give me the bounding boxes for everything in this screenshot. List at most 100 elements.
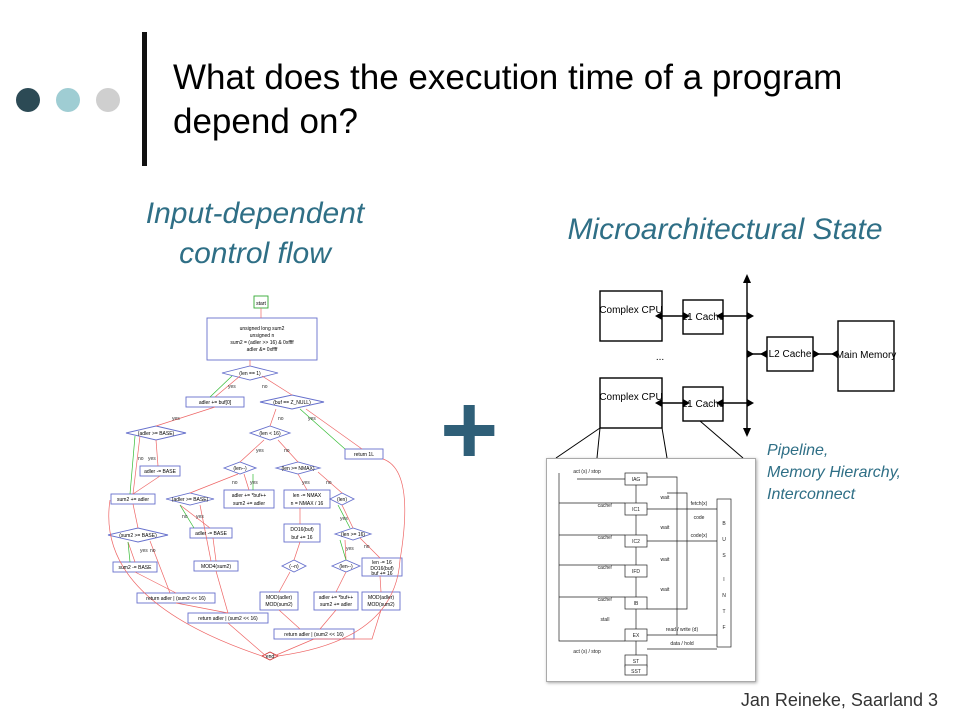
svg-text:yes: yes (346, 546, 354, 552)
svg-text:IAG: IAG (632, 477, 641, 483)
svg-text:(sum2 >= BASE): (sum2 >= BASE) (119, 533, 157, 539)
svg-text:yes: yes (308, 416, 316, 422)
svg-text:code: code (694, 515, 705, 521)
slide-footer: Jan Reineke, Saarland 3 (740, 690, 938, 710)
svg-text:return 1L: return 1L (354, 452, 374, 458)
svg-text:B: B (722, 521, 726, 527)
svg-text:sum2 -= BASE: sum2 -= BASE (119, 565, 153, 571)
svg-text:(len): (len) (337, 497, 347, 503)
svg-text:data / hold: data / hold (670, 641, 694, 647)
svg-text:wait: wait (661, 587, 671, 593)
svg-text:no: no (262, 384, 268, 390)
svg-text:MOD(adler): MOD(adler) (266, 595, 292, 601)
svg-text:adler += *buf++: adler += *buf++ (232, 493, 267, 499)
svg-text:MOD(sum2): MOD(sum2) (265, 602, 293, 608)
svg-text:DO16(buf): DO16(buf) (290, 527, 314, 533)
svg-text:return adler | (sum2 << 16): return adler | (sum2 << 16) (198, 616, 258, 622)
svg-text:len -= 16: len -= 16 (372, 560, 392, 566)
svg-text:buf += 16: buf += 16 (291, 535, 312, 541)
svg-text:no: no (232, 480, 238, 486)
svg-text:n = NMAX / 16: n = NMAX / 16 (291, 501, 324, 507)
title-divider (142, 32, 147, 166)
svg-text:yes: yes (340, 516, 348, 522)
svg-text:no: no (182, 514, 188, 520)
svg-text:cache!: cache! (598, 535, 613, 541)
svg-text:(len == 1): (len == 1) (239, 371, 261, 377)
svg-text:no: no (364, 544, 370, 550)
svg-text:sum2 += adler: sum2 += adler (320, 602, 352, 608)
svg-text:(len--): (len--) (233, 466, 247, 472)
svg-text:unsigned long sum2: unsigned long sum2 (240, 326, 285, 332)
svg-text:adler -= BASE: adler -= BASE (195, 531, 227, 537)
svg-text:(adler >= BASE): (adler >= BASE) (172, 497, 209, 503)
light-blue-dot (56, 88, 80, 112)
dark-dot (16, 88, 40, 112)
svg-text:I: I (723, 577, 724, 583)
svg-text:yes: yes (256, 448, 264, 454)
svg-text:(len < 16): (len < 16) (259, 431, 281, 437)
svg-text:return adler | (sum2 << 16): return adler | (sum2 << 16) (284, 632, 344, 638)
svg-text:stall: stall (601, 617, 610, 623)
annotation-line: Interconnect (767, 486, 856, 503)
plus-sign: + (440, 374, 499, 486)
svg-text:adler &= 0xffff: adler &= 0xffff (247, 347, 278, 353)
svg-text:no: no (284, 448, 290, 454)
svg-text:(len >= NMAX): (len >= NMAX) (281, 466, 314, 472)
svg-text:SST: SST (631, 669, 641, 675)
svg-text:yes: yes (172, 416, 180, 422)
svg-text:IB: IB (634, 601, 639, 607)
svg-text:sum2 += adler: sum2 += adler (233, 501, 265, 507)
svg-text:MOD(sum2): MOD(sum2) (367, 602, 395, 608)
svg-text:yes: yes (228, 384, 236, 390)
svg-text:(len--): (len--) (339, 564, 353, 570)
svg-text:MOD(adler): MOD(adler) (368, 595, 394, 601)
svg-text:act (s) / stop: act (s) / stop (573, 469, 601, 475)
svg-text:adler -= BASE: adler -= BASE (144, 469, 176, 475)
svg-text:IC2: IC2 (632, 539, 640, 545)
annotation-line: Pipeline, (767, 442, 829, 459)
right-heading: Microarchitectural State (567, 213, 883, 246)
svg-text:cache!: cache! (598, 503, 613, 509)
slide-title: What does the execution time of a progra… (173, 58, 843, 141)
svg-text:yes: yes (196, 514, 204, 520)
gray-dot (96, 88, 120, 112)
microarchitecture-annotation: Pipeline, Memory Hierarchy, Interconnect (767, 440, 901, 506)
svg-text:yes: yes (140, 548, 148, 554)
svg-text:adler += *buf++: adler += *buf++ (319, 595, 354, 601)
svg-text:yes: yes (302, 480, 310, 486)
pipeline-state-machine-figure: IAG IC1 IC2 IFD IB EX ST SST B U S I N T… (546, 458, 756, 682)
svg-text:(len >= 16): (len >= 16) (341, 532, 366, 538)
svg-text:code(x): code(x) (691, 533, 708, 539)
svg-text:(--n): (--n) (289, 564, 299, 570)
svg-text:S: S (722, 553, 726, 559)
svg-text:U: U (722, 537, 726, 543)
svg-text:unsigned n: unsigned n (250, 333, 275, 339)
svg-text:N: N (722, 593, 726, 599)
svg-text:act (s) / stop: act (s) / stop (573, 649, 601, 655)
svg-text:IFD: IFD (632, 569, 640, 575)
svg-text:yes: yes (250, 480, 258, 486)
svg-text:fetch(x): fetch(x) (691, 501, 708, 507)
svg-text:wait: wait (661, 525, 671, 531)
svg-text:cache!: cache! (598, 565, 613, 571)
svg-text:(adler >= BASE): (adler >= BASE) (138, 431, 175, 437)
svg-text:return adler | (sum2 << 16): return adler | (sum2 << 16) (146, 596, 206, 602)
left-heading: Input-dependent control flow (145, 197, 365, 270)
svg-text:sum2 += adler: sum2 += adler (117, 497, 149, 503)
svg-text:adler += buf[0]: adler += buf[0] (199, 400, 232, 406)
svg-text:no: no (138, 456, 144, 462)
svg-text:no: no (278, 416, 284, 422)
annotation-line: Memory Hierarchy, (767, 464, 901, 481)
svg-text:no: no (150, 548, 156, 554)
svg-text:T: T (722, 609, 725, 615)
svg-text:MOD4(sum2): MOD4(sum2) (201, 564, 231, 570)
svg-text:end: end (266, 654, 275, 660)
svg-text:IC1: IC1 (632, 507, 640, 513)
svg-text:yes: yes (148, 456, 156, 462)
svg-text:wait: wait (661, 495, 671, 501)
svg-text:read / write (d): read / write (d) (666, 627, 699, 633)
svg-text:buf += 16: buf += 16 (371, 571, 392, 577)
svg-text:start: start (256, 301, 266, 307)
svg-text:(buf == Z_NULL): (buf == Z_NULL) (273, 400, 311, 406)
